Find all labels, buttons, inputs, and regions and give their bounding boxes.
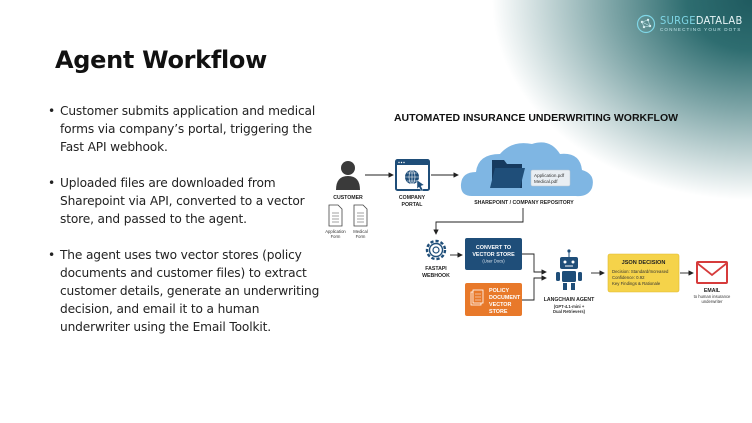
logo-tagline: CONNECTING YOUR DOTS <box>660 27 742 32</box>
json-decision-title: JSON DECISION <box>622 260 666 266</box>
policy-label-4: STORE <box>489 309 508 315</box>
policy-label-2: DOCUMENT <box>489 295 521 301</box>
portal-label-2: PORTAL <box>402 202 424 208</box>
json-confidence-line: Confidence: 0.92 <box>612 275 645 280</box>
workflow-diagram-svg: AUTOMATED INSURANCE UNDERWRITING WORKFLO… <box>325 112 731 316</box>
convert-vector-store-box <box>465 238 522 270</box>
arrow-repository-webhook <box>433 208 524 235</box>
workflow-diagram: AUTOMATED INSURANCE UNDERWRITING WORKFLO… <box>320 100 752 340</box>
bullet-item: Uploaded files are downloaded from Share… <box>48 174 328 228</box>
customer-icon <box>336 161 360 190</box>
convert-label: CONVERT TO <box>476 245 511 251</box>
web-portal-icon <box>395 159 430 192</box>
file-application-pdf: Application.pdf <box>534 173 565 178</box>
email-label: EMAIL <box>704 288 721 294</box>
file-list-card: Application.pdf Medical.pdf <box>530 169 571 187</box>
application-form-label-2: Form <box>331 234 341 239</box>
webhook-label-2: WEBHOOK <box>422 273 450 279</box>
application-form-label: Application <box>325 229 346 234</box>
policy-label: POLICY <box>489 288 509 294</box>
convert-sublabel: (User Docs) <box>482 259 505 264</box>
application-form-icon <box>328 204 343 227</box>
brand-logo: SURGEDATALAB CONNECTING YOUR DOTS <box>636 14 743 34</box>
arrow-convert-agent <box>522 253 547 275</box>
policy-label-3: VECTOR <box>489 302 511 308</box>
arrow-policy-agent <box>522 275 547 301</box>
agent-label: LANGCHAIN AGENT <box>544 297 595 303</box>
logo-name-part2: DATALAB <box>695 14 743 27</box>
document-stack-icon <box>470 289 484 306</box>
bullet-item: The agent uses two vector stores (policy… <box>48 246 328 336</box>
gear-icon <box>425 239 447 261</box>
file-medical-pdf: Medical.pdf <box>534 179 558 184</box>
medical-form-label: Medical <box>353 229 367 234</box>
json-decision-box <box>607 253 680 293</box>
corner-gradient <box>452 0 752 240</box>
logo-name: SURGEDATALAB <box>660 15 743 27</box>
envelope-icon <box>696 261 728 284</box>
cloud-repository-icon <box>460 142 593 197</box>
email-recipient-label-2: underwriter <box>702 299 724 304</box>
slide-title: Agent Workflow <box>55 46 267 74</box>
medical-form-label-2: Form <box>356 234 366 239</box>
email-recipient-label: to human insurance <box>694 294 731 299</box>
medical-form-icon <box>353 204 368 227</box>
bullet-list: Customer submits application and medical… <box>48 102 328 354</box>
diagram-title: AUTOMATED INSURANCE UNDERWRITING WORKFLO… <box>394 112 678 124</box>
webhook-label: FASTAPI <box>425 266 447 272</box>
json-decision-line: Decision: Standard/Increased <box>612 269 669 274</box>
repository-label: SHAREPOINT / COMPANY REPOSITORY <box>474 200 574 206</box>
logo-name-part1: SURGE <box>660 14 696 27</box>
folder-icon <box>490 160 525 188</box>
customer-label: CUSTOMER <box>333 195 363 201</box>
agent-model-label: (GPT-4.1-mini + <box>554 304 585 309</box>
robot-icon <box>556 249 582 290</box>
json-findings-line: Key Findings & Rationale <box>612 281 661 286</box>
agent-retrievers-label: Dual Retrievers) <box>553 309 586 314</box>
bullet-item: Customer submits application and medical… <box>48 102 328 156</box>
network-globe-icon <box>636 14 656 34</box>
portal-label: COMPANY <box>399 195 426 201</box>
convert-label-2: VECTOR STORE <box>472 252 515 258</box>
